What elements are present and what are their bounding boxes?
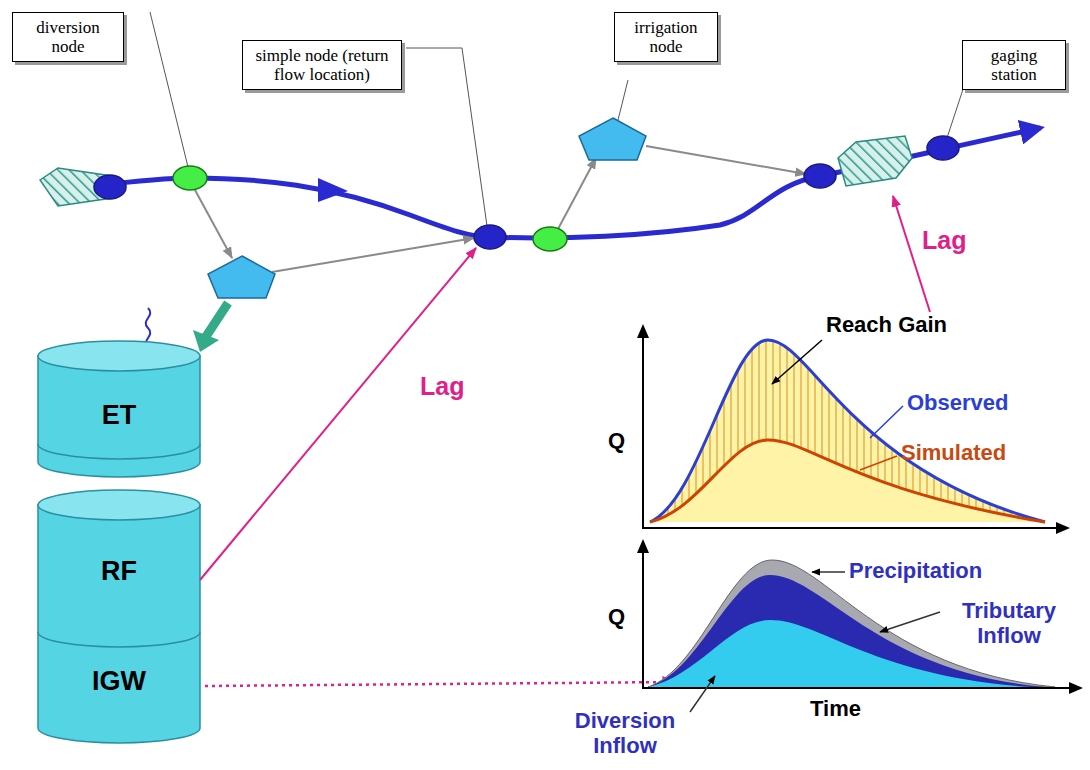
legend-label: Precipitation bbox=[849, 558, 1019, 583]
chart-axes bbox=[643, 545, 1075, 688]
node-text: diversion node bbox=[21, 18, 115, 56]
observed-pointer bbox=[870, 406, 903, 438]
diversion-area bbox=[648, 620, 1030, 687]
callout-box: simple node (return flow location) bbox=[242, 40, 402, 90]
precipitation-pointer bbox=[812, 571, 845, 573]
igw-arrow bbox=[205, 682, 676, 686]
legend-label: Tributary Inflow bbox=[944, 598, 1074, 649]
simulated-curve bbox=[650, 440, 1045, 522]
diversion-pointer bbox=[690, 676, 715, 712]
observed-curve bbox=[650, 340, 1045, 522]
diversion-lines bbox=[195, 146, 806, 272]
river bbox=[55, 128, 1040, 238]
reach-gain-pointer bbox=[772, 340, 822, 384]
axis-label: Q bbox=[608, 604, 638, 629]
lag-label: Lag bbox=[922, 226, 992, 255]
storage-layer: IGW bbox=[40, 666, 198, 697]
node-circles bbox=[94, 136, 959, 251]
storage-layer: RF bbox=[40, 556, 198, 587]
leader-lines bbox=[150, 12, 968, 226]
node-text: simple node (return flow location) bbox=[251, 46, 393, 84]
lag-label: Lag bbox=[420, 372, 490, 401]
et-tank bbox=[38, 341, 200, 477]
chart-label: Reach Gain bbox=[826, 312, 976, 337]
axis-label: Q bbox=[608, 428, 638, 453]
tributary-pointer bbox=[880, 612, 940, 632]
callout-box: gaging station bbox=[962, 40, 1066, 90]
callout-box: irrigation node bbox=[614, 12, 718, 62]
callout-box: diversion node bbox=[12, 12, 124, 62]
legend-label: Observed bbox=[907, 390, 1047, 415]
axis-heads bbox=[637, 324, 1070, 534]
reach-gain-hatch bbox=[650, 340, 1045, 522]
gaging-reach bbox=[838, 136, 912, 186]
chart-axes bbox=[643, 330, 1062, 528]
storage-layer: ET bbox=[40, 400, 198, 431]
applied-water-arrow bbox=[205, 303, 228, 338]
legend-label: Diversion Inflow bbox=[560, 708, 690, 759]
node-text: irrigation node bbox=[623, 18, 709, 56]
irrigation-pentagons bbox=[208, 118, 646, 298]
node-text: RF bbox=[40, 556, 198, 587]
lag-arrow bbox=[200, 248, 476, 580]
axis-label: Time bbox=[810, 696, 880, 721]
simulated-pointer bbox=[860, 456, 897, 470]
axis-heads bbox=[637, 539, 1083, 694]
node-text: ET bbox=[40, 400, 198, 431]
observed-area bbox=[650, 340, 1045, 522]
flow-arrow bbox=[318, 178, 348, 202]
node-text: IGW bbox=[40, 666, 198, 697]
node-text: gaging station bbox=[971, 46, 1057, 84]
legend-label: Simulated bbox=[901, 440, 1041, 465]
soil-tank bbox=[38, 490, 200, 743]
applied-water-head bbox=[193, 330, 219, 352]
